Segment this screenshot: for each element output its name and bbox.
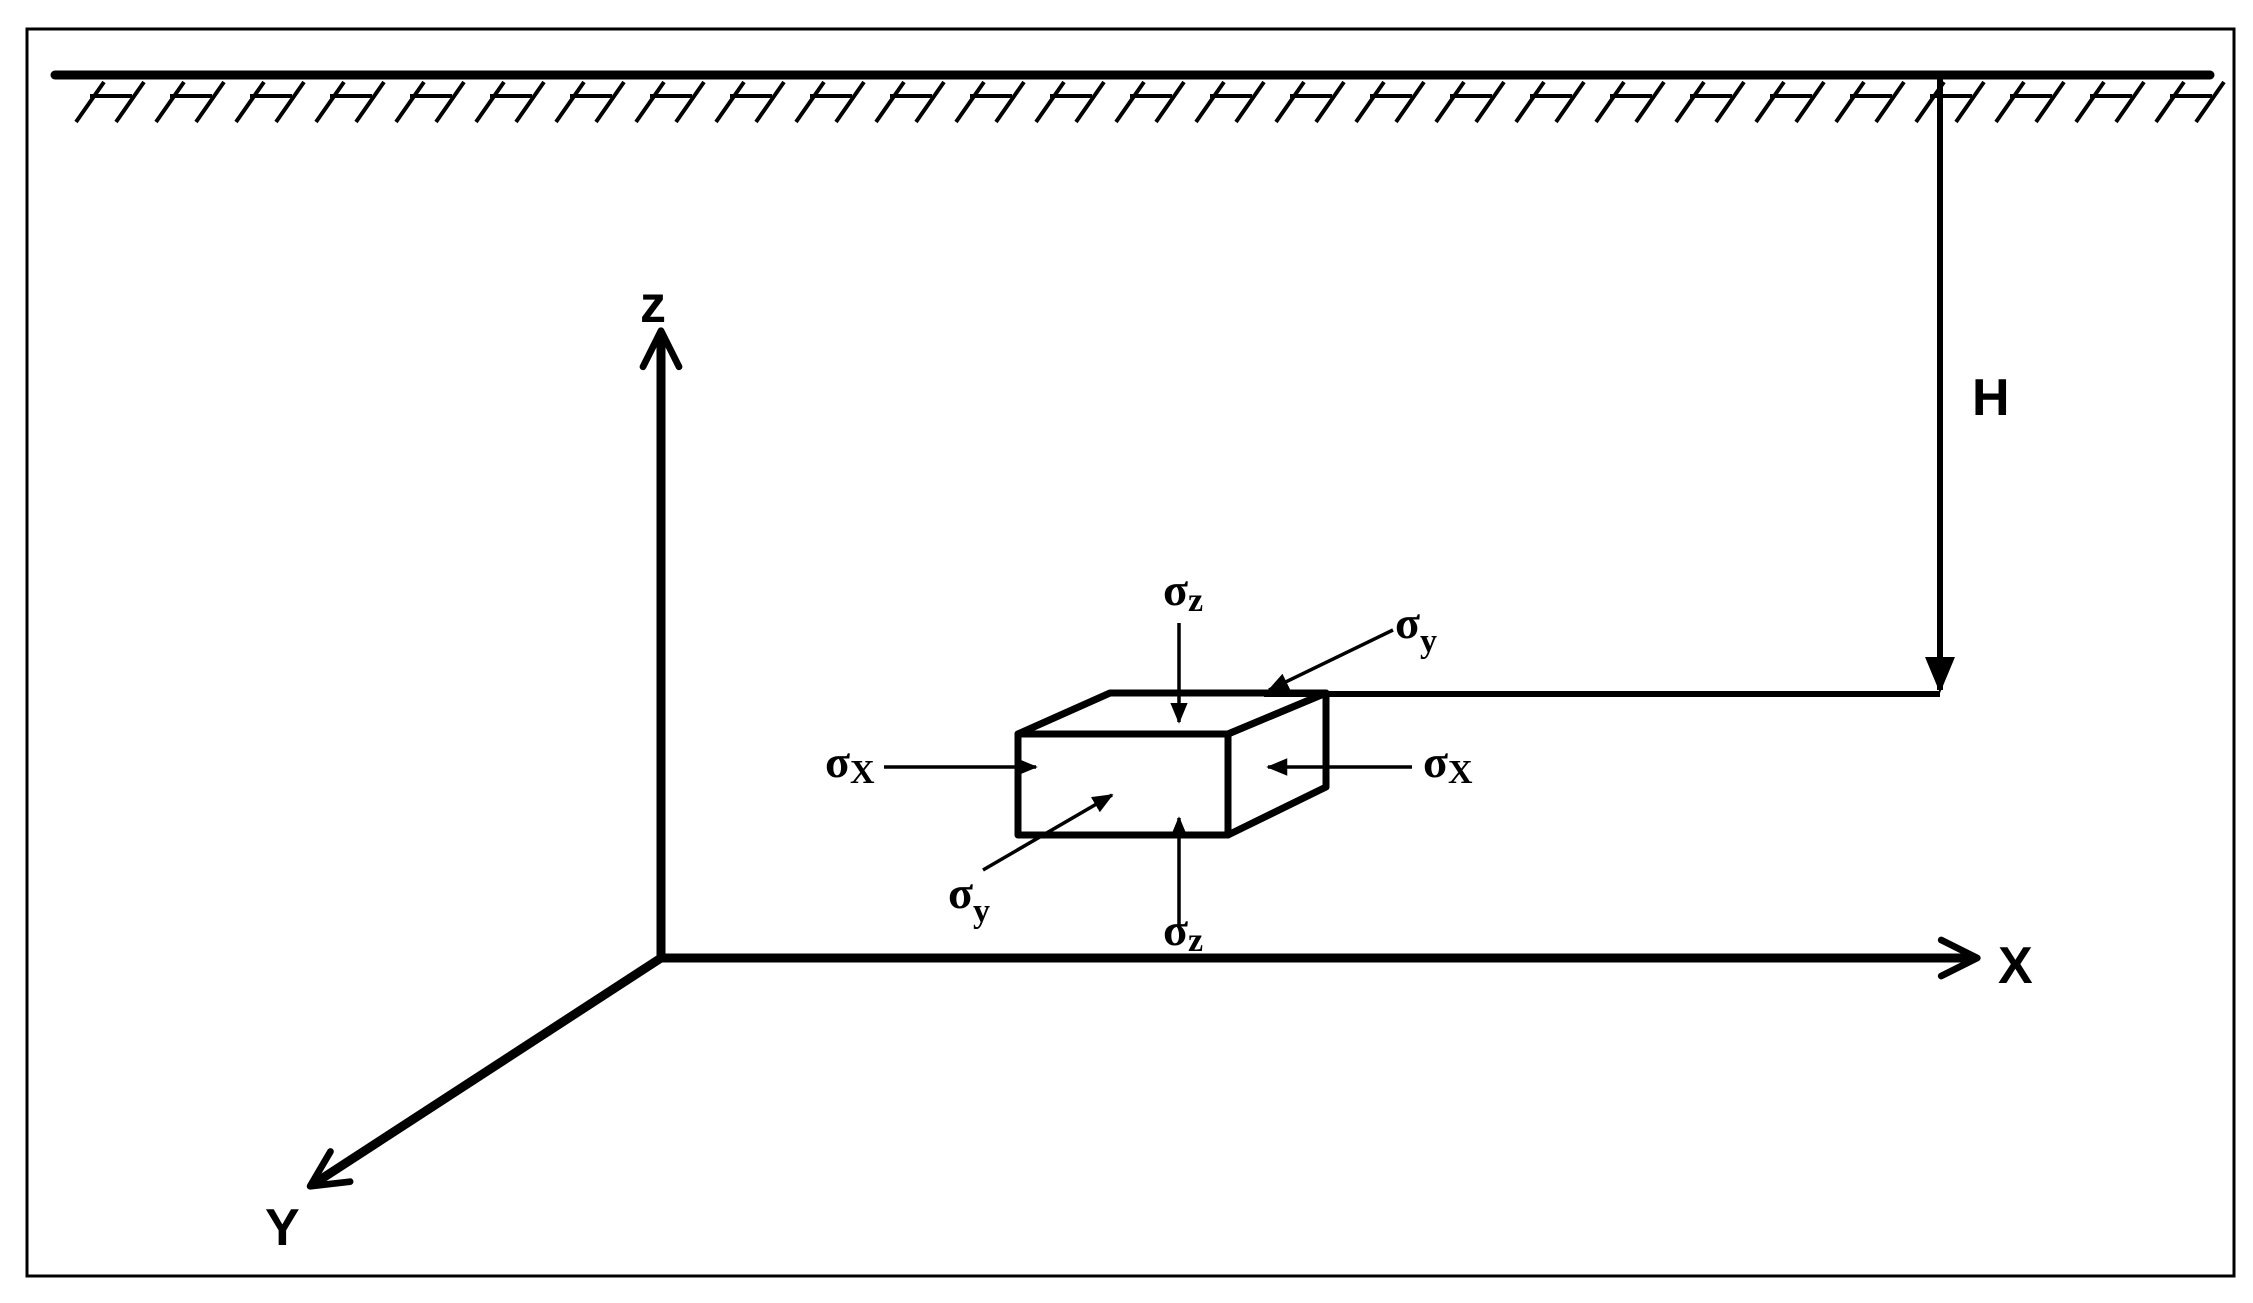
sigma-x-right-label: σX — [1423, 736, 1473, 791]
hatch-mark — [634, 80, 706, 124]
hatch-mark — [794, 80, 866, 124]
hatch-mark — [874, 80, 946, 124]
element-front-face — [1014, 730, 1232, 839]
hatch-mark — [1674, 80, 1746, 124]
hatch-mark — [2154, 80, 2226, 124]
sigma-z-bottom-label: σz — [1163, 904, 1203, 959]
hatch-mark — [1034, 80, 1106, 124]
sigma-z-top-label: σz — [1163, 564, 1203, 619]
hatch-mark — [474, 80, 546, 124]
sigma-y-top-label: σy — [1395, 597, 1437, 660]
hatch-mark — [314, 80, 386, 124]
hatch-mark — [1194, 80, 1266, 124]
hatch-mark — [1434, 80, 1506, 124]
hatch-mark — [1114, 80, 1186, 124]
hatch-mark — [1994, 80, 2066, 124]
hatch-mark — [1514, 80, 1586, 124]
hatch-mark — [74, 80, 146, 124]
hatch-mark — [1354, 80, 1426, 124]
ground-hatching — [74, 80, 2226, 124]
sigma-y-top-arrow — [1267, 628, 1394, 692]
sigma-y-bottom-arrow — [982, 793, 1114, 872]
hatch-mark — [954, 80, 1026, 124]
hatch-mark — [554, 80, 626, 124]
hatch-mark — [1834, 80, 1906, 124]
hatch-mark — [1754, 80, 1826, 124]
hatch-mark — [394, 80, 466, 124]
hatch-mark — [1594, 80, 1666, 124]
sigma-y-bottom-label: σy — [948, 867, 990, 930]
hatch-mark — [234, 80, 306, 124]
element-side-face — [1224, 689, 1330, 839]
hatch-mark — [1914, 80, 1986, 124]
y-axis — [306, 954, 664, 1190]
sigma-x-left-label: σX — [825, 736, 875, 791]
hatch-mark — [154, 80, 226, 124]
depth-label: H — [1972, 369, 2010, 427]
soil-element — [1014, 689, 1330, 839]
hatch-mark — [2074, 80, 2146, 124]
diagram-frame — [25, 27, 2236, 1278]
y-axis-label: Y — [265, 1199, 300, 1257]
hatch-mark — [714, 80, 786, 124]
x-axis-label: X — [1998, 937, 2033, 995]
hatch-mark — [1274, 80, 1346, 124]
z-axis-label: z — [640, 276, 666, 334]
